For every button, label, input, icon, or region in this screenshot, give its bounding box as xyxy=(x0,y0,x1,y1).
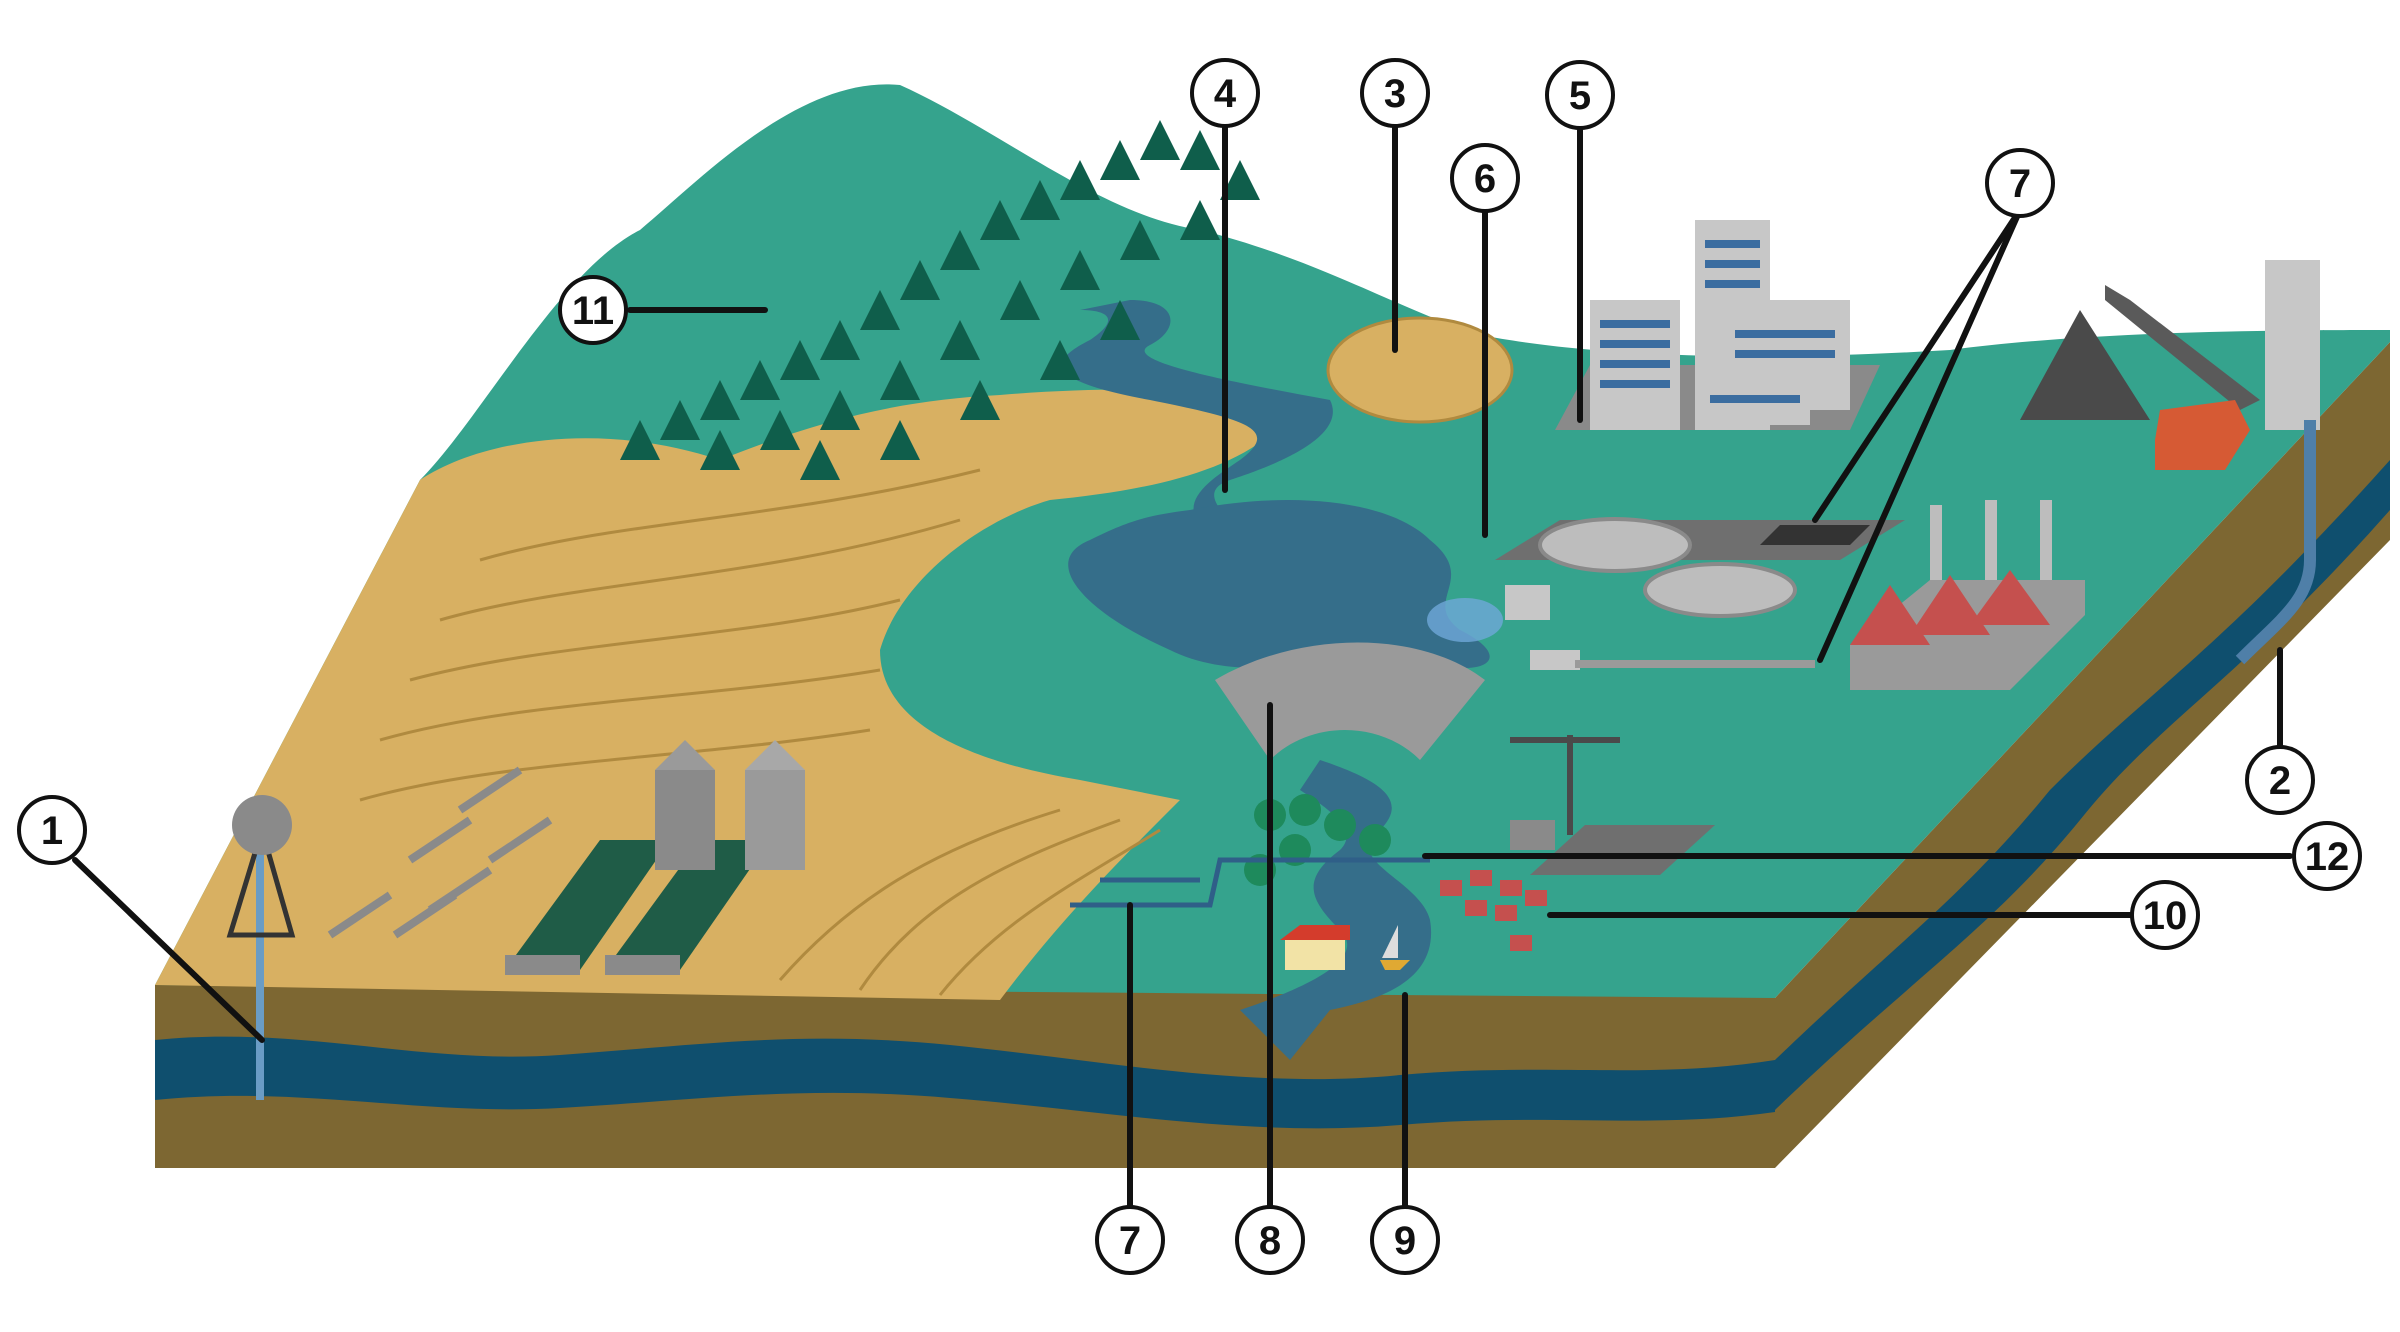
city-buildings xyxy=(1555,220,1880,430)
factory xyxy=(1850,500,2085,690)
callouts: 1 2 3 4 5 6 7 7 xyxy=(17,58,2362,1275)
front-aquifer-band xyxy=(155,1036,1775,1129)
upper-river xyxy=(1062,300,1333,525)
river-system xyxy=(1062,300,1490,1060)
callout-7-upper: 7 xyxy=(1985,148,2055,218)
callout-3: 3 xyxy=(1360,58,1430,128)
callout-6-label: 6 xyxy=(1474,157,1496,201)
reservoir xyxy=(1068,500,1490,669)
power-plant xyxy=(2020,260,2320,665)
leader-lines xyxy=(72,117,2293,1208)
wetland-marsh xyxy=(1326,316,1514,424)
callout-4: 4 xyxy=(1190,58,1260,128)
callout-11-label: 11 xyxy=(572,289,614,333)
callout-1: 1 xyxy=(17,795,87,865)
right-aquifer-band xyxy=(1775,460,2390,1110)
callout-11: 11 xyxy=(558,275,628,345)
dam xyxy=(1215,642,1485,760)
callout-3-label: 3 xyxy=(1384,72,1406,116)
callout-6: 6 xyxy=(1450,143,1520,213)
callout-10: 10 xyxy=(2130,880,2200,950)
callout-9-label: 9 xyxy=(1394,1219,1416,1263)
leader-7b-bottom xyxy=(1817,207,2023,663)
callout-1-label: 1 xyxy=(41,809,63,853)
callout-7-upper-label: 7 xyxy=(2009,162,2031,206)
leader-7b-top xyxy=(1812,207,2023,523)
forest xyxy=(620,120,1260,480)
callout-12-label: 12 xyxy=(2305,835,2350,879)
lower-river xyxy=(1240,760,1432,1060)
callout-12: 12 xyxy=(2292,821,2362,891)
furrow-lines xyxy=(359,468,1161,996)
farmland-surface xyxy=(155,389,1300,1000)
town xyxy=(1070,735,1715,970)
callout-5-label: 5 xyxy=(1569,74,1591,118)
callout-9: 9 xyxy=(1370,1205,1440,1275)
leader-1 xyxy=(72,857,265,1043)
callout-8-label: 8 xyxy=(1259,1219,1281,1263)
callout-7-lower: 7 xyxy=(1095,1205,1165,1275)
callout-10-label: 10 xyxy=(2143,894,2188,938)
farm-structures xyxy=(226,740,805,1100)
treatment-plant xyxy=(1427,517,1905,670)
callout-7-lower-label: 7 xyxy=(1119,1219,1141,1263)
callout-4-label: 4 xyxy=(1214,72,1237,116)
callout-2: 2 xyxy=(2245,745,2315,815)
callout-5: 5 xyxy=(1545,60,1615,130)
callout-2-label: 2 xyxy=(2269,759,2291,803)
callout-8: 8 xyxy=(1235,1205,1305,1275)
